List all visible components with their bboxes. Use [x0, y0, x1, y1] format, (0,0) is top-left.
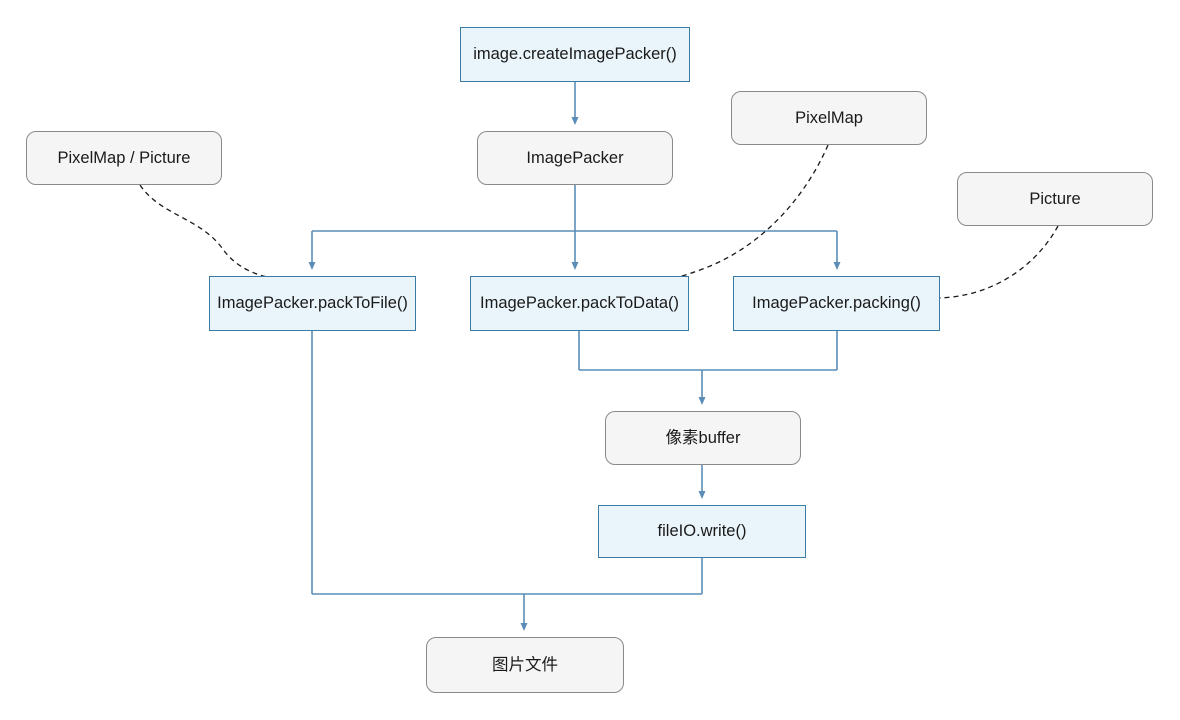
- node-label: 图片文件: [492, 655, 558, 674]
- node-packing[interactable]: ImagePacker.packing(): [733, 276, 940, 331]
- node-label: PixelMap: [795, 108, 863, 127]
- node-label: fileIO.write(): [657, 522, 747, 541]
- node-label: ImagePacker.packToData(): [479, 294, 679, 313]
- node-label: ImagePacker.packing(): [752, 294, 921, 313]
- node-image-file[interactable]: 图片文件: [426, 637, 624, 693]
- edge-pixelmappicture-to-packToFile: [139, 184, 290, 283]
- node-label: Picture: [1029, 189, 1081, 208]
- node-pack-to-file[interactable]: ImagePacker.packToFile(): [209, 276, 416, 331]
- node-label: ImagePacker: [526, 148, 624, 167]
- node-label: PixelMap / Picture: [57, 148, 191, 167]
- node-pixelmap-picture[interactable]: PixelMap / Picture: [26, 131, 222, 185]
- node-create-image-packer[interactable]: image.createImagePacker(): [460, 27, 690, 82]
- node-image-packer[interactable]: ImagePacker: [477, 131, 673, 185]
- node-label: 像素buffer: [665, 428, 741, 447]
- node-fileio-write[interactable]: fileIO.write(): [598, 505, 806, 558]
- node-pack-to-data[interactable]: ImagePacker.packToData(): [470, 276, 689, 331]
- node-picture[interactable]: Picture: [957, 172, 1153, 226]
- node-pixelmap[interactable]: PixelMap: [731, 91, 927, 145]
- node-label: ImagePacker.packToFile(): [217, 294, 408, 313]
- node-pixel-buffer[interactable]: 像素buffer: [605, 411, 801, 465]
- node-label: image.createImagePacker(): [473, 45, 677, 64]
